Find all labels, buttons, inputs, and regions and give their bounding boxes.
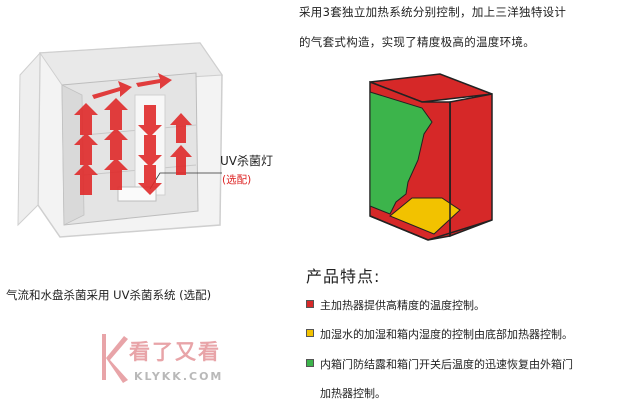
- heater-zone-diagram: [369, 73, 493, 241]
- feature-text-2: 加湿水的加湿和箱内湿度的控制由底部加热器控制。: [320, 328, 573, 341]
- airflow-arrow-down: [138, 105, 162, 195]
- feature-text-1: 主加热器提供高精度的温度控制。: [320, 299, 485, 312]
- red-square-icon: [306, 300, 314, 308]
- left-figure-caption: 气流和水盘杀菌采用 UV杀菌系统 (选配): [6, 288, 212, 302]
- green-square-icon: [306, 359, 314, 367]
- feature-text-4: 加热器控制。: [320, 387, 386, 400]
- door-heater-zone: [369, 91, 433, 215]
- side-heater-zone: [449, 93, 493, 238]
- airflow-arrow-top: [92, 73, 172, 99]
- features-title: 产品特点:: [306, 267, 381, 286]
- feature-text-3: 内箱门防结露和箱门开关后温度的迅速恢复由外箱门: [320, 358, 573, 371]
- watermark-logo-icon: [102, 334, 128, 383]
- airflow-arrow-up-3: [170, 113, 192, 175]
- bottom-heater-zone: [389, 197, 461, 235]
- intro-line-2: 的气套式构造，实现了精度极高的温度环境。: [299, 35, 535, 49]
- uv-optional-note: (选配): [222, 174, 252, 186]
- watermark-url: KLYKK.COM: [134, 370, 224, 383]
- watermark-text: 看了又看: [129, 340, 221, 364]
- airflow-arrow-up-2: [104, 98, 128, 190]
- airflow-arrow-up: [74, 103, 98, 195]
- intro-line-1: 采用3套独立加热系统分别控制，加上三洋独特设计: [299, 5, 567, 19]
- uv-lamp-label: UV杀菌灯: [220, 154, 273, 168]
- incubator-airflow-illustration: [17, 42, 223, 238]
- yellow-square-icon: [306, 329, 314, 337]
